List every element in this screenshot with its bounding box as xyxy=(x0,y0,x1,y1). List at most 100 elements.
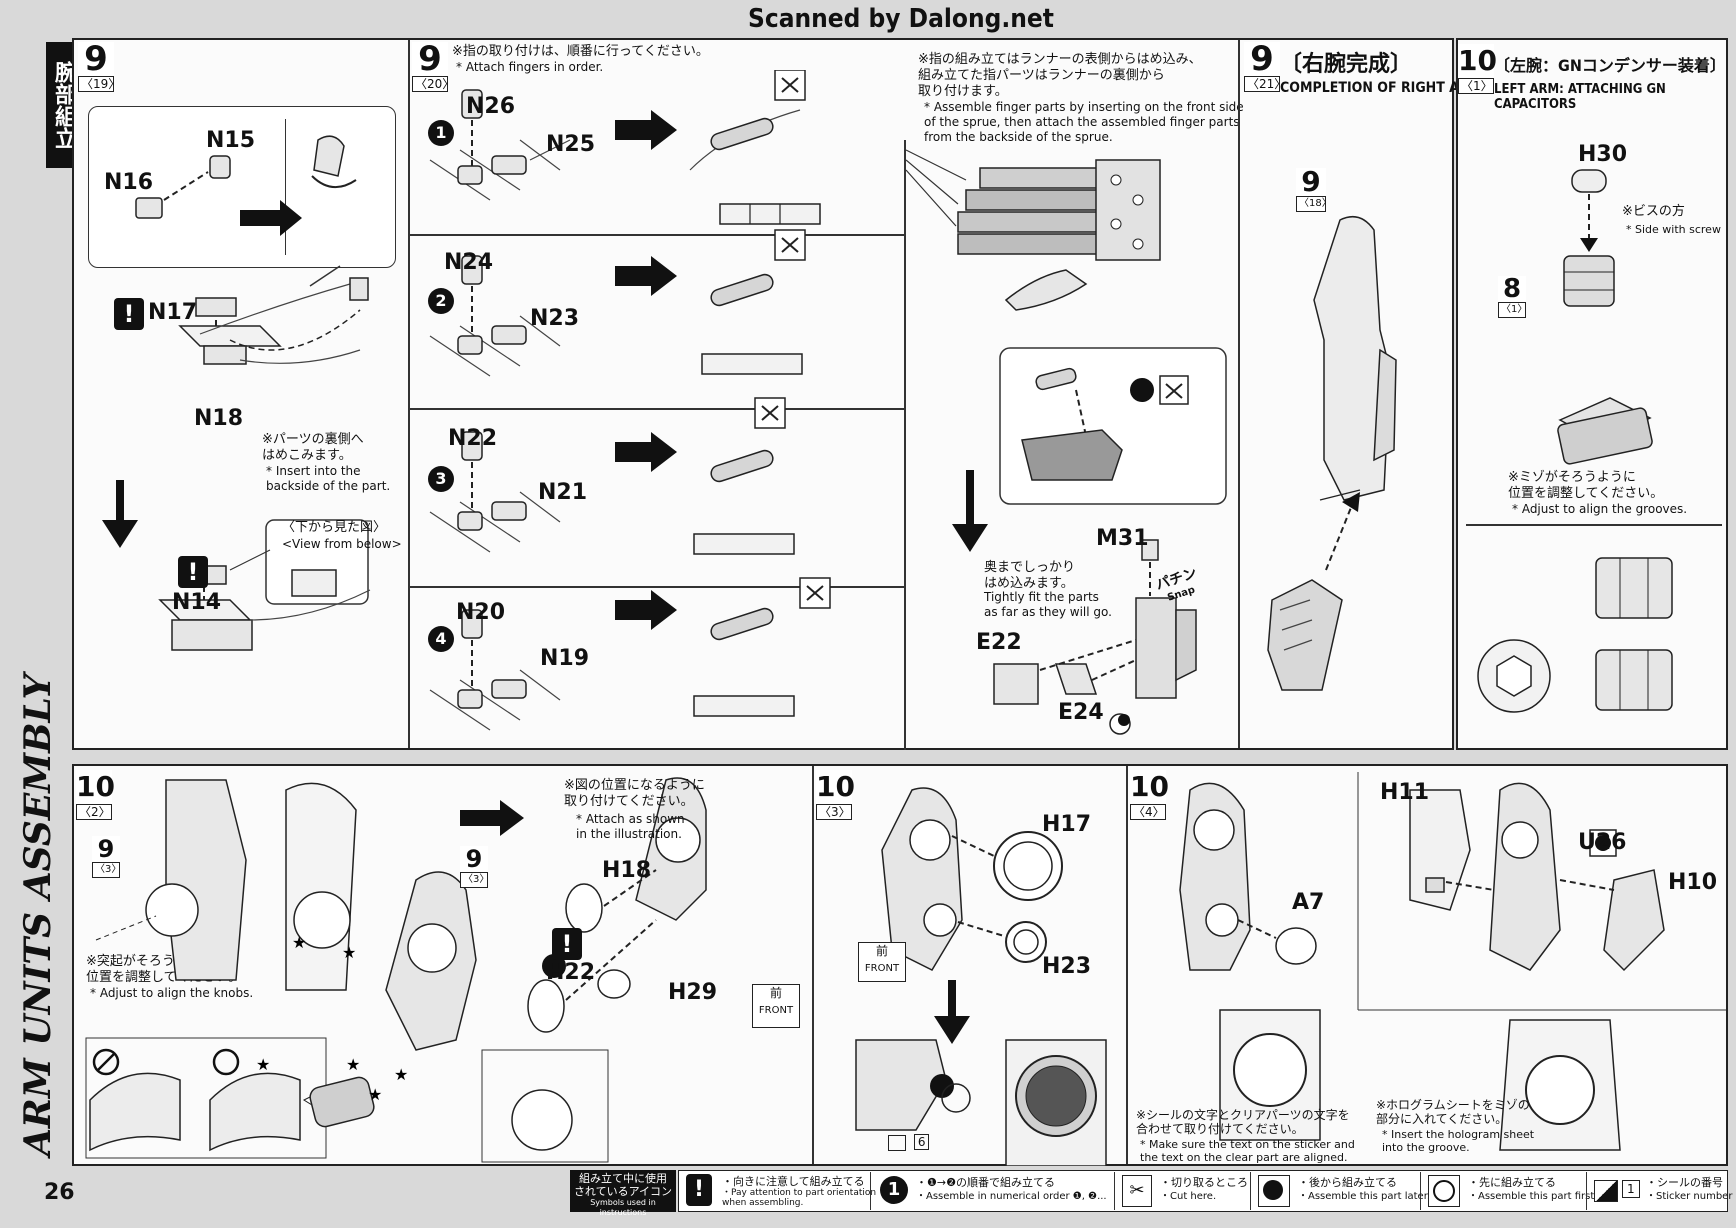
note-screw-side-jp: ※ビスの方 xyxy=(1622,204,1685,219)
order-badge-3: 3 xyxy=(428,466,454,492)
view-from-below-en: <View from below> xyxy=(282,537,402,551)
caution-h22: ! xyxy=(552,928,582,960)
note-insert-backside-en: * Insert into the backside of the part. xyxy=(266,464,391,493)
note-sticker-align-en: * Make sure the text on the sticker and … xyxy=(1140,1138,1355,1164)
note-fit-tight-en: Tightly fit the parts as far as they wil… xyxy=(984,590,1112,619)
svg-text:★: ★ xyxy=(346,1055,360,1074)
order-icon: 1 xyxy=(880,1176,908,1204)
order-badge-4: 4 xyxy=(428,626,454,652)
divider-10-2-10-3 xyxy=(812,766,814,1164)
note-attach-as-shown-jp: ※図の位置になるように 取り付けてください。 xyxy=(564,778,705,809)
part-label-h29: H29 xyxy=(668,980,718,1005)
scan-credit: Scanned by Dalong.net xyxy=(748,4,1054,34)
caution-n14: ! xyxy=(178,556,208,588)
finger-row-4 xyxy=(429,577,831,731)
part-label-n23: N23 xyxy=(530,306,580,331)
step-9-19-badge: 9 〈19〉 xyxy=(78,42,120,92)
step-10-2-badge: 10 〈2〉 xyxy=(76,770,115,820)
step-10-3-badge: 10 〈3〉 xyxy=(816,770,855,820)
part-label-e24: E24 xyxy=(1058,700,1104,725)
side-title-jp: 腕部組立 xyxy=(46,42,76,168)
part-label-m31: M31 xyxy=(1096,526,1149,551)
part-n16-shape xyxy=(135,197,163,219)
divider-20-21 xyxy=(1238,40,1240,748)
step-10-1-ref-badge: 8 〈1〉 xyxy=(1498,276,1527,318)
part-label-a7: A7 xyxy=(1292,890,1325,915)
step-10-1-badge: 10 〈1〉 xyxy=(1458,44,1497,94)
note-sprue-jp: ※指の組み立てはランナーの表側からはめ込み、 組み立てた指パーツはランナーの裏側… xyxy=(918,52,1202,99)
gn-capacitor-diagram xyxy=(1477,169,1673,713)
part-n15-shape xyxy=(209,155,231,179)
note-insert-backside-jp: ※パーツの裏側へ はめこみます。 xyxy=(262,432,364,463)
front-badge-10-3: 前 FRONT xyxy=(858,942,906,982)
finger-row-1 xyxy=(429,70,821,225)
svg-text:★: ★ xyxy=(292,933,306,952)
sticker-icon xyxy=(1594,1180,1618,1202)
step-9-20-badge: 9 〈20〉 xyxy=(412,42,454,92)
step-10-4-diagram xyxy=(1179,772,1726,1151)
step-9-19-callout xyxy=(88,106,396,268)
note-align-knobs-en: * Adjust to align the knobs. xyxy=(90,986,254,1000)
part-label-n18: N18 xyxy=(194,406,244,431)
part-label-h10: H10 xyxy=(1668,870,1718,895)
hand-assembly-diagram xyxy=(906,149,1227,735)
part-label-e22: E22 xyxy=(976,630,1022,655)
order-badge-2: 2 xyxy=(428,288,454,314)
front-badge-10-2: 前 FRONT xyxy=(752,984,800,1028)
finger-row-3 xyxy=(429,397,795,555)
part-label-n25: N25 xyxy=(546,132,596,157)
side-title-en: ARM UNITS ASSEMBLY xyxy=(17,673,59,1156)
step-10-1-title-en: LEFT ARM: ATTACHING GN CAPACITORS xyxy=(1494,82,1666,112)
note-hologram-en: * Insert the hologram sheet into the gro… xyxy=(1382,1128,1535,1154)
part-label-n22: N22 xyxy=(448,426,498,451)
order-badge-1: 1 xyxy=(428,120,454,146)
step-9-21-badge: 9 〈21〉 xyxy=(1244,42,1286,92)
note-sprue-en: * Assemble finger parts by inserting on … xyxy=(924,100,1244,144)
part-label-h18: H18 xyxy=(602,858,652,883)
note-hologram-jp: ※ホログラムシートをミゾの 部分に入れてください。 xyxy=(1376,1098,1530,1126)
part-label-h11: H11 xyxy=(1380,780,1430,805)
svg-text:★: ★ xyxy=(368,1085,382,1104)
divider-10-3-10-4 xyxy=(1126,766,1128,1164)
note-fingers-order-jp: ※指の取り付けは、順番に行ってください。 xyxy=(452,44,709,59)
legend-strip xyxy=(678,1170,1728,1212)
step-10-2-ref-badge: 9 〈3〉 xyxy=(92,836,121,878)
part-label-n14: N14 xyxy=(172,590,222,615)
note-attach-as-shown-en: * Attach as shown in the illustration. xyxy=(576,812,685,841)
svg-text:★: ★ xyxy=(394,1065,408,1084)
caution-n17: ! xyxy=(114,298,144,330)
part-label-h22: H22 xyxy=(546,960,596,985)
note-align-grooves-jp: ※ミゾがそろうように 位置を調整してください。 xyxy=(1508,470,1664,501)
caution-icon: ! xyxy=(686,1174,712,1206)
part-label-n26: N26 xyxy=(466,94,516,119)
svg-text:★: ★ xyxy=(256,1055,270,1074)
step-9-21-ref-badge: 9 〈18〉 xyxy=(1296,168,1332,212)
step-9-21-title-jp: 〔右腕完成〕 xyxy=(1280,52,1413,77)
part-label-n19: N19 xyxy=(540,646,590,671)
part-label-h17: H17 xyxy=(1042,812,1092,837)
sticker-number-6: 6 xyxy=(888,1134,930,1151)
divider-19-20 xyxy=(408,40,410,748)
step-10-2-ref2-badge: 9 〈3〉 xyxy=(460,846,489,888)
step-10-4-badge: 10 〈4〉 xyxy=(1130,770,1169,820)
finger-stack xyxy=(957,159,1161,311)
part-label-n15: N15 xyxy=(206,128,256,153)
divider-10-1-inner xyxy=(1466,524,1722,526)
part-label-h23: H23 xyxy=(1042,954,1092,979)
cut-icon: ✂ xyxy=(1122,1175,1152,1207)
finger-rows-diagram xyxy=(429,70,831,731)
later-icon xyxy=(1258,1175,1290,1207)
svg-text:★: ★ xyxy=(342,943,356,962)
step-10-2-diagram: ★ ★ ★ ★ ★ ★ xyxy=(85,777,707,1163)
step-10-1-title-jp: 〔左腕：GNコンデンサー装着〕 xyxy=(1494,56,1726,75)
part-label-n17: N17 xyxy=(148,300,198,325)
step-9-21-title-en: COMPLETION OF RIGHT ARM xyxy=(1280,80,1482,96)
step-9-19-diagram xyxy=(102,135,371,651)
note-fingers-order-en: * Attach fingers in order. xyxy=(456,60,604,74)
view-from-below-jp: 〈下から見た図〉 xyxy=(282,520,387,535)
part-label-n24: N24 xyxy=(444,250,494,275)
part-label-h30: H30 xyxy=(1578,142,1628,167)
step-10-3-diagram xyxy=(855,787,1107,1166)
step-10-1-panel xyxy=(1456,38,1728,750)
page-number: 26 xyxy=(44,1180,75,1205)
